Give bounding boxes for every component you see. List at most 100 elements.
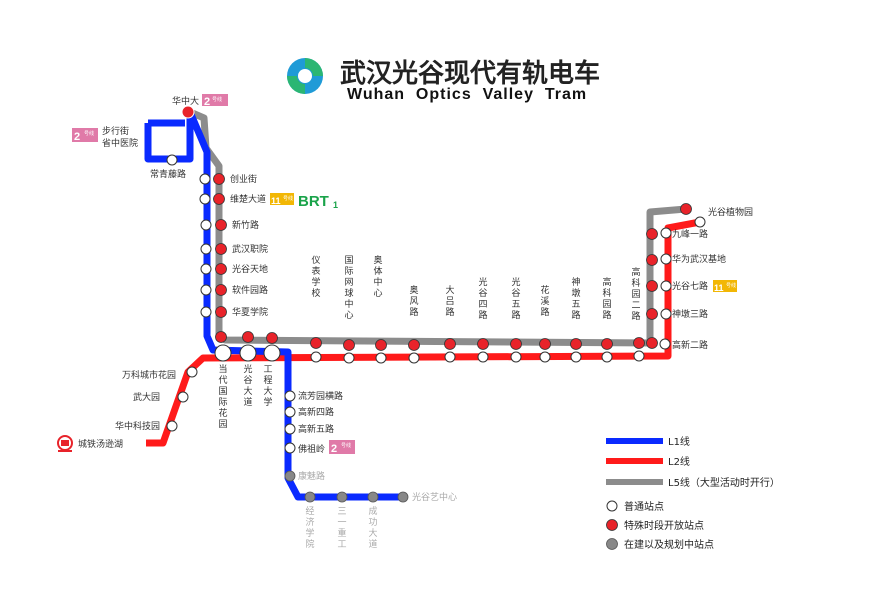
label-xinzhu: 新竹路 [232, 219, 259, 231]
vlabel-yibiaoxuexiao: 仪表学校 [312, 255, 321, 299]
station-marker [215, 243, 227, 255]
station-marker [242, 331, 254, 343]
station-marker [200, 306, 212, 318]
badge-text: 号线 [212, 96, 222, 103]
line-L1 [144, 108, 403, 501]
stations-trunk [166, 105, 281, 362]
station-marker [477, 351, 489, 363]
badge-num: 2 [204, 96, 210, 108]
label-buxingjie: 步行街 [102, 125, 129, 137]
label-wankecheng: 万科城市花园 [122, 369, 176, 381]
page-title-en: Wuhan Optics Valley Tram [347, 86, 587, 103]
station-marker [633, 350, 645, 362]
badge-num: 11 [271, 196, 281, 206]
station-marker [477, 338, 489, 350]
station-marker [539, 351, 551, 363]
station-marker [660, 308, 672, 320]
station-marker [646, 280, 658, 292]
badge-text: 号线 [726, 282, 736, 289]
station-marker [186, 366, 198, 378]
station-marker [199, 193, 211, 205]
station-marker [215, 306, 227, 318]
station-marker [284, 390, 296, 402]
label-huazhongkeji: 华中科技园 [115, 420, 160, 432]
vlabel-gaokeyuanlu: 高科园路 [603, 276, 612, 321]
station-marker [166, 154, 178, 166]
station-marker [166, 420, 178, 432]
vlabel-dangdaiguoji: 当代国际花园 [219, 363, 228, 430]
vlabel-guanggusilu: 光谷四路 [479, 276, 488, 321]
station-marker [284, 423, 296, 435]
vlabel-chenggongdadao: 成功大道 [369, 505, 378, 550]
vlabel-gaokeyuan2lu: 高科园二路 [632, 266, 641, 322]
label-gaoxin5lu: 高新五路 [298, 423, 334, 435]
station-marker [239, 344, 257, 362]
badge-text: 号线 [283, 195, 293, 202]
station-marker [570, 338, 582, 350]
brt-sub: 1 [333, 200, 338, 210]
label-huawei: 华为武汉基地 [672, 253, 726, 265]
vlabel-guangudadao: 光谷大道 [244, 363, 253, 408]
vlabel-sanyizhongxin: 三一重工 [338, 507, 347, 550]
station-marker [510, 338, 522, 350]
vlabel-guojiwangqiu: 国际网球中心 [345, 255, 354, 321]
legend-planned-label: 在建以及规划中站点 [624, 538, 714, 551]
station-marker [375, 339, 387, 351]
station-marker [397, 491, 409, 503]
vlabel-shendun5lu: 神墩五路 [572, 276, 581, 321]
station-marker [367, 491, 379, 503]
badge-num: 2 [74, 131, 80, 143]
badge-text: 号线 [341, 442, 351, 449]
station-marker [660, 227, 672, 239]
line-L2 [146, 218, 701, 447]
label-guanggutiandi: 光谷天地 [232, 263, 268, 275]
station-marker [659, 338, 671, 350]
station-marker [601, 338, 613, 350]
label-huazhongda: 华中大 [172, 95, 199, 107]
metro-line11-badge-guanggu7lu: 11 号线 [713, 280, 737, 293]
label-zhiwuyuan: 光谷植物园 [708, 206, 753, 218]
page-title-cn: 武汉光谷现代有轨电车 [340, 58, 600, 89]
label-ruanjianyuan: 软件园路 [232, 284, 268, 296]
station-marker [215, 263, 227, 275]
vlabel-dalulu: 大吕路 [446, 284, 455, 318]
station-marker [444, 351, 456, 363]
station-marker [215, 284, 227, 296]
station-marker [375, 352, 387, 364]
legend-special-label: 特殊时段开放站点 [624, 519, 704, 532]
label-gguyizhongxin: 光谷艺中心 [412, 491, 457, 503]
label-gaoxin2lu: 高新二路 [672, 339, 708, 351]
legend-planned-marker [606, 538, 618, 550]
station-marker [633, 337, 645, 349]
metro-line2-badge-fozuling: 2 号线 [329, 440, 355, 455]
label-kangmeilu: 康魅路 [298, 470, 325, 482]
station-marker [214, 344, 232, 362]
label-chuangyejie: 创业街 [230, 173, 257, 185]
vlabel-gongchengdaxue: 工程大学 [264, 365, 273, 408]
legend-L2-label: L2线 [668, 455, 690, 468]
station-marker [694, 216, 706, 228]
station-marker [310, 351, 322, 363]
station-marker [177, 391, 189, 403]
badge-text: 号线 [84, 130, 94, 137]
station-marker [200, 284, 212, 296]
station-marker [181, 105, 195, 119]
station-marker [200, 219, 212, 231]
vertical-station-labels: 仪表学校国际网球中心奥体中心奥风路大吕路光谷四路光谷五路花溪路神墩五路高科园路高… [219, 254, 641, 550]
station-marker [304, 491, 316, 503]
label-changqingteng: 常青藤路 [150, 168, 186, 180]
label-guanggu7lu: 光谷七路 [672, 280, 708, 292]
railway-station-icon [57, 435, 73, 452]
station-marker [200, 263, 212, 275]
vlabel-guanggu5lu: 光谷五路 [512, 276, 521, 321]
brt-badge: BRT 1 [298, 193, 338, 210]
label-jiufeng1lu: 九峰一路 [672, 228, 708, 240]
station-marker [336, 491, 348, 503]
vlabel-aofenglu: 奥风路 [410, 284, 419, 318]
station-marker [660, 280, 672, 292]
station-marker [680, 203, 692, 215]
station-marker [213, 193, 225, 205]
station-marker [200, 243, 212, 255]
legend-L1-label: L1线 [668, 435, 690, 448]
station-marker [646, 228, 658, 240]
